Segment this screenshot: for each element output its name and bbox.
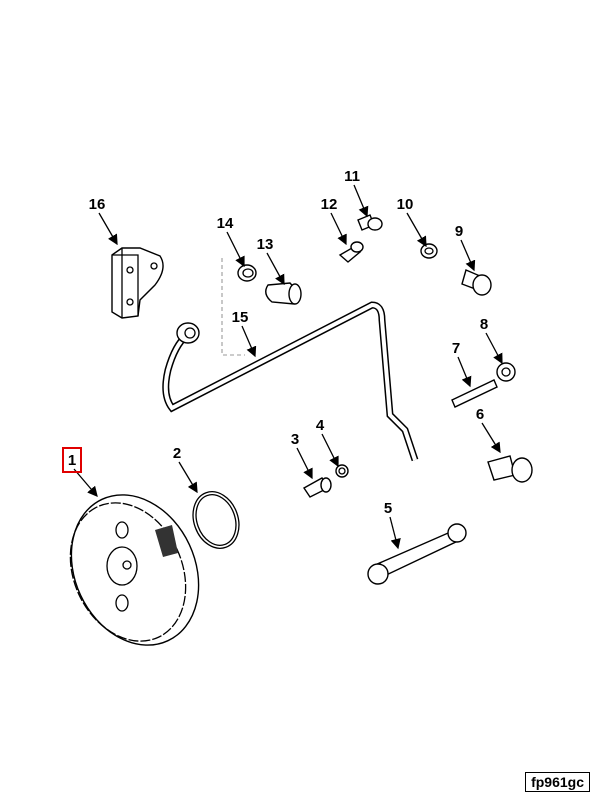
part-2-o-ring bbox=[192, 491, 240, 549]
callout-5[interactable]: 5 bbox=[384, 500, 401, 550]
highlight-box bbox=[62, 447, 82, 473]
part-11-bolt bbox=[357, 214, 383, 231]
part-12-bolt bbox=[338, 241, 364, 263]
callout-13[interactable]: 13 bbox=[257, 236, 285, 286]
part-10-washer bbox=[420, 243, 438, 259]
part-3-fitting bbox=[302, 477, 332, 498]
dashed-guide-line bbox=[221, 258, 245, 356]
part-1-gear-housing bbox=[69, 494, 200, 646]
callout-label[interactable]: 15 bbox=[232, 309, 249, 326]
callout-12[interactable]: 12 bbox=[321, 196, 347, 246]
callout-14[interactable]: 14 bbox=[217, 215, 245, 268]
callout-10[interactable]: 10 bbox=[397, 196, 427, 248]
callout-arrow bbox=[296, 447, 313, 480]
part-9-bolt bbox=[461, 269, 492, 296]
callout-label[interactable]: 10 bbox=[397, 196, 414, 213]
callout-label[interactable]: 16 bbox=[89, 196, 106, 213]
callout-label[interactable]: 5 bbox=[384, 500, 392, 517]
callout-arrow bbox=[266, 252, 285, 286]
callout-label[interactable]: 3 bbox=[291, 431, 299, 448]
callout-arrow bbox=[485, 332, 503, 365]
callout-arrow bbox=[321, 433, 339, 468]
callout-label[interactable]: 9 bbox=[455, 223, 463, 240]
callout-4[interactable]: 4 bbox=[316, 417, 339, 468]
callout-3[interactable]: 3 bbox=[291, 431, 313, 480]
callout-7[interactable]: 7 bbox=[452, 340, 472, 388]
callout-label[interactable]: 14 bbox=[217, 215, 234, 232]
part-15-fuel-line bbox=[162, 301, 419, 462]
callout-arrow bbox=[353, 184, 369, 218]
part-5-hose bbox=[367, 523, 467, 585]
part-7-stud bbox=[451, 379, 498, 408]
callout-label[interactable]: 2 bbox=[173, 445, 181, 462]
callout-1[interactable]: 1 bbox=[62, 447, 98, 497]
part-4-washer bbox=[335, 464, 349, 478]
callout-16[interactable]: 16 bbox=[89, 196, 118, 246]
callout-2[interactable]: 2 bbox=[173, 445, 198, 494]
callout-arrow bbox=[241, 325, 257, 358]
callout-arrow bbox=[406, 212, 427, 248]
callout-15[interactable]: 15 bbox=[232, 309, 257, 358]
callout-label[interactable]: 6 bbox=[476, 406, 484, 423]
callout-arrow bbox=[98, 212, 118, 246]
part-13-banjo-bolt bbox=[265, 282, 302, 305]
callout-label[interactable]: 4 bbox=[316, 417, 325, 434]
callout-6[interactable]: 6 bbox=[476, 406, 501, 454]
callout-arrow bbox=[73, 468, 98, 497]
callout-arrow bbox=[389, 516, 401, 550]
callout-label[interactable]: 8 bbox=[480, 316, 488, 333]
callout-arrow bbox=[226, 231, 245, 268]
part-8-nut bbox=[496, 362, 516, 382]
callout-11[interactable]: 11 bbox=[344, 168, 369, 218]
part-14-washer bbox=[237, 264, 257, 282]
callout-label[interactable]: 12 bbox=[321, 196, 338, 213]
part-6-elbow-fitting bbox=[487, 455, 533, 483]
callout-label[interactable]: 13 bbox=[257, 236, 274, 253]
callout-8[interactable]: 8 bbox=[480, 316, 503, 365]
callout-label[interactable]: 1 bbox=[68, 452, 76, 469]
callout-arrow bbox=[460, 239, 476, 272]
callout-arrow bbox=[457, 356, 472, 388]
callout-label[interactable]: 7 bbox=[452, 340, 460, 357]
callout-arrow bbox=[330, 212, 347, 246]
callout-arrow bbox=[178, 461, 198, 494]
callout-arrow bbox=[481, 422, 501, 454]
callout-9[interactable]: 9 bbox=[455, 223, 476, 272]
figure-id: fp961gc bbox=[525, 772, 590, 792]
callout-label[interactable]: 11 bbox=[344, 168, 360, 185]
part-16-bracket bbox=[111, 247, 164, 319]
